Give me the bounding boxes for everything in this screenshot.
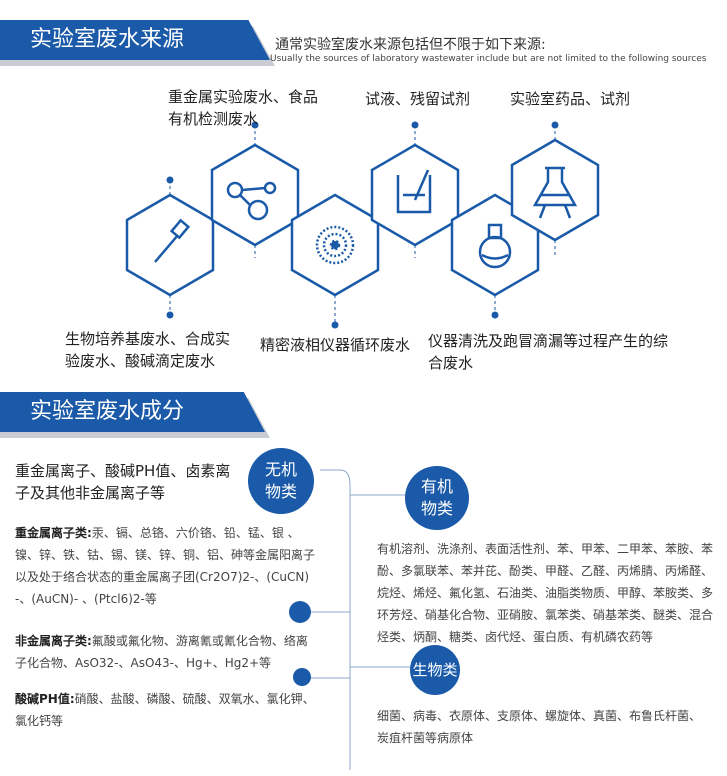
beaker-icon [396, 169, 432, 214]
section-title-sources: 实验室废水来源 [0, 20, 270, 60]
organic-text: 有机溶剂、洗涤剂、表面活性剂、苯、甲苯、二甲苯、苯胺、苯酚、多氯联苯、苯并芘、酚… [377, 542, 714, 644]
dot [491, 311, 499, 319]
intro-en: Usually the sources of laboratory wastew… [270, 54, 707, 64]
conical-flask-icon [532, 166, 578, 219]
dropper-icon [154, 218, 191, 263]
dot [251, 121, 259, 129]
source-label-4: 试液、残留试剂 [365, 90, 471, 108]
bullet-dot [293, 668, 311, 686]
dot [411, 121, 419, 129]
badge-text: 生物类 [412, 661, 458, 679]
intro-cn: 通常实验室废水来源包括但不限于如下来源: [275, 37, 546, 53]
connector-lines [305, 469, 410, 770]
dot [551, 121, 559, 129]
bullet-dot [289, 601, 311, 623]
source-label-5: 仪器清洗及跑冒滴漏等过程产生的综合废水 [428, 332, 669, 372]
badge-organic: 有机物类 [405, 466, 469, 530]
dot [166, 311, 174, 319]
item-text: 氟酸或氟化物、游离氰或氰化合物、络离子化合物、AsO32-、AsO43-、Hg+… [15, 634, 308, 670]
round-flask-icon [478, 223, 512, 269]
item-head: 酸碱PH值: [15, 692, 75, 706]
badge-inorganic: 无机物类 [248, 448, 314, 514]
item-text: 硝酸、盐酸、磷酸、硫酸、双氧水、氯化钾、氯化钙等 [15, 692, 315, 728]
dot [331, 321, 339, 329]
biological-text: 细菌、病毒、衣原体、支原体、螺旋体、真菌、布鲁氏杆菌、炭疽杆菌等病原体 [377, 709, 702, 745]
item-head: 非金属离子类: [15, 634, 92, 648]
inorganic-item: 酸碱PH值:硝酸、盐酸、磷酸、硫酸、双氧水、氯化钾、氯化钙等 [15, 688, 315, 732]
source-label-6: 实验室药品、试剂 [510, 90, 631, 108]
inorganic-item: 非金属离子类:氟酸或氟化物、游离氰或氰化合物、络离子化合物、AsO32-、AsO… [15, 630, 315, 674]
item-text: 汞、镉、总铬、六价铬、铅、锰、银 、镍、锌、铁、钴、锡、镁、锌、铜、铝、砷等金属… [15, 526, 316, 606]
section-title-composition: 实验室废水成分 [0, 392, 265, 432]
source-label-1: 生物培养基废水、合成实验废水、酸碱滴定废水 [65, 330, 231, 370]
molecule-icon [226, 181, 277, 221]
dot [166, 176, 174, 184]
item-head: 重金属离子类: [15, 526, 92, 540]
hexagon-2 [210, 143, 300, 247]
source-label-2: 重金属实验废水、食品有机检测废水 [168, 88, 319, 128]
atom-icon [315, 225, 355, 265]
inorganic-summary: 重金属离子、酸碱PH值、卤素离子及其他非金属离子等 [15, 462, 231, 502]
badge-text: 无机物类 [264, 460, 297, 501]
inorganic-item: 重金属离子类:汞、镉、总铬、六价铬、铅、锰、银 、镍、锌、铁、钴、锡、镁、锌、铜… [15, 522, 315, 610]
badge-biological: 生物类 [410, 645, 460, 695]
hexagon-diagram [125, 121, 600, 329]
source-label-3: 精密液相仪器循环废水 [260, 336, 411, 354]
badge-text: 有机物类 [420, 477, 453, 518]
